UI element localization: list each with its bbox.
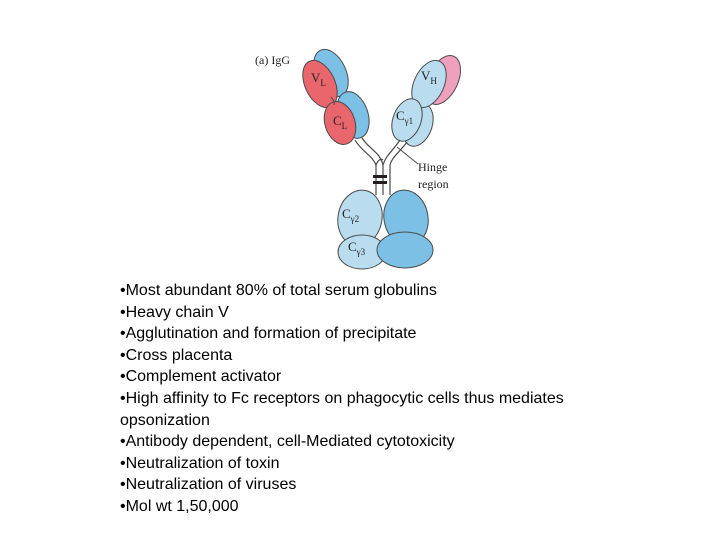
- list-item: •Most abundant 80% of total serum globul…: [120, 282, 437, 299]
- disulfide-bonds: [373, 175, 387, 184]
- list-item: •High affinity to Fc receptors on phagoc…: [120, 389, 564, 429]
- hinge-label-line2: region: [418, 177, 449, 191]
- left-light-chain: [302, 59, 357, 145]
- hinge-strands: [354, 137, 408, 195]
- label-cl: CL: [333, 113, 347, 131]
- list-item: •Cross placenta: [120, 346, 233, 364]
- igg-antibody-diagram: (a) IgG Hinge region: [255, 48, 461, 270]
- list-item: •Neutralization of toxin: [120, 454, 280, 472]
- list-item: •Heavy chain V: [120, 303, 229, 321]
- list-item: •Complement activator: [120, 368, 282, 386]
- right-light-chain: [391, 59, 447, 142]
- label-vh: VH: [421, 68, 437, 86]
- hinge-label-line1: Hinge: [418, 160, 447, 174]
- diagram-title: (a) IgG: [255, 53, 290, 67]
- fc-region: [337, 189, 434, 270]
- hinge-pointer-line: [396, 146, 419, 165]
- list-item: •Neutralization of viruses: [120, 476, 297, 494]
- list-item: •Agglutination and formation of precipit…: [120, 325, 417, 343]
- list-item: •Mol wt 1,50,000: [120, 497, 239, 515]
- igg-properties-list: •Most abundant 80% of total serum globul…: [120, 280, 640, 518]
- label-cg3: Cγ3: [348, 239, 366, 257]
- list-item: •Antibody dependent, cell-Mediated cytot…: [120, 433, 455, 451]
- label-cg1: Cγ1: [396, 108, 413, 126]
- label-cg2: Cγ2: [342, 206, 359, 224]
- label-vl: VL: [311, 70, 326, 88]
